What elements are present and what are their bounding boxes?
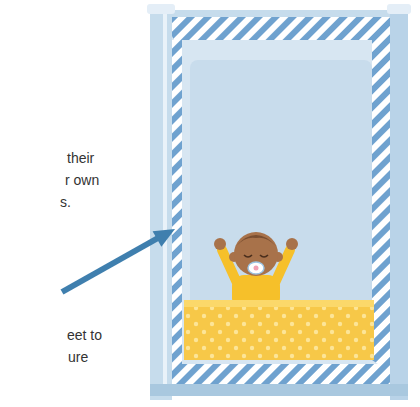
note-text: eet to bbox=[67, 327, 102, 343]
note-text: their bbox=[67, 150, 94, 166]
note-text: s. bbox=[60, 194, 71, 210]
note-text: ure bbox=[68, 349, 88, 365]
note-text: r own bbox=[65, 172, 99, 188]
